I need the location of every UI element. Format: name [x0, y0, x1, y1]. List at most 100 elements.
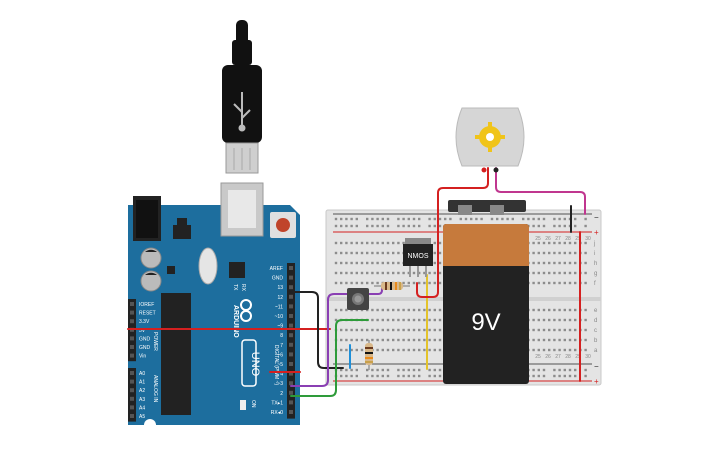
- header-pin[interactable]: [130, 396, 134, 401]
- pin-label: ~9: [277, 324, 283, 330]
- arduino-uno-board[interactable]: UNO ARDUINO ON TX RX DIGITAL (PWM ~) POW…: [128, 182, 300, 431]
- board-name-label: UNO: [249, 352, 261, 377]
- wire-red-motor[interactable]: [416, 167, 489, 298]
- pin-label: AREF: [270, 266, 283, 272]
- header-pin[interactable]: [130, 302, 134, 306]
- wire-magenta-motor[interactable]: [495, 167, 586, 215]
- analog-pin-header[interactable]: [128, 368, 136, 422]
- analog-header-label: ANALOG IN: [152, 375, 158, 403]
- power-pin-header[interactable]: [128, 299, 136, 362]
- header-pin[interactable]: [289, 275, 293, 280]
- header-pin[interactable]: [289, 352, 293, 357]
- on-led-label: ON: [250, 400, 256, 408]
- power-header-label: POWER: [152, 332, 158, 351]
- pin-label: GND: [139, 336, 151, 342]
- header-pin[interactable]: [289, 314, 293, 318]
- header-pin[interactable]: [289, 323, 293, 328]
- header-pin[interactable]: [130, 319, 134, 324]
- dc-motor[interactable]: [455, 107, 525, 173]
- pin-label: A1: [139, 380, 145, 386]
- pin-label: GND: [139, 345, 151, 351]
- wire-black-gnd[interactable]: [290, 291, 344, 369]
- reset-button[interactable]: [270, 212, 296, 238]
- rail-minus-label-bottom: −: [594, 362, 599, 371]
- pin-label: 12: [277, 295, 283, 301]
- header-pin[interactable]: [130, 310, 134, 315]
- rx-led-label: RX: [240, 284, 246, 292]
- uno-logo: UNO ARDUINO: [232, 299, 261, 387]
- pin-label: 2: [280, 391, 283, 397]
- header-pin[interactable]: [130, 388, 134, 393]
- header-pin[interactable]: [130, 371, 134, 375]
- column-number: 29: [575, 354, 581, 360]
- header-pin[interactable]: [130, 414, 134, 418]
- header-pin[interactable]: [130, 379, 134, 384]
- pin-label: RESET: [139, 311, 156, 317]
- nmos-transistor[interactable]: NMOS: [403, 238, 433, 277]
- pin-label: 13: [277, 285, 283, 291]
- row-letter: f: [594, 281, 596, 287]
- header-pin[interactable]: [289, 304, 293, 309]
- capacitor: [140, 247, 162, 292]
- push-button[interactable]: [347, 288, 369, 310]
- header-pin[interactable]: [289, 285, 293, 290]
- pin-label: 4: [280, 372, 283, 378]
- battery-label: 9V: [471, 309, 500, 336]
- header-pin[interactable]: [289, 410, 293, 414]
- column-number: 25: [535, 354, 541, 360]
- row-letter: j: [593, 241, 595, 247]
- rail-plus-label-bottom: +: [594, 377, 599, 386]
- row-letter: d: [594, 318, 597, 324]
- pin-label: A2: [139, 388, 145, 394]
- header-pin[interactable]: [289, 400, 293, 405]
- pin-label: ~6: [277, 352, 283, 358]
- column-number: 29: [575, 236, 581, 242]
- header-pin[interactable]: [130, 345, 134, 349]
- column-number: 26: [545, 354, 551, 360]
- pin-label: 5V: [139, 328, 146, 334]
- pin-label: A5: [139, 414, 145, 420]
- pin-label: 7: [280, 343, 283, 349]
- digital-pin-header[interactable]: [287, 263, 295, 419]
- header-pin[interactable]: [130, 336, 134, 341]
- atmega-chip: [161, 293, 191, 415]
- battery-9v[interactable]: 9V: [443, 200, 529, 384]
- gear-icon: [475, 122, 505, 152]
- column-number: 25: [535, 236, 541, 242]
- header-pin[interactable]: [289, 381, 293, 386]
- header-pin[interactable]: [289, 294, 293, 299]
- digital-header-label: DIGITAL (PWM ~): [273, 345, 279, 385]
- usb-icon: [233, 92, 251, 132]
- header-pin[interactable]: [289, 390, 293, 395]
- header-pin[interactable]: [289, 342, 293, 347]
- column-number: 28: [565, 354, 571, 360]
- wire-purple-pin3[interactable]: [290, 285, 383, 387]
- header-pin[interactable]: [289, 371, 293, 376]
- column-number: 27: [555, 354, 561, 360]
- column-number: 28: [565, 236, 571, 242]
- row-letter: b: [594, 338, 598, 344]
- header-pin[interactable]: [289, 333, 293, 338]
- usb-cable[interactable]: [222, 20, 262, 174]
- row-letter: i: [594, 251, 595, 257]
- header-pin[interactable]: [289, 362, 293, 366]
- row-letter: c: [594, 328, 597, 334]
- pin-label: ~11: [275, 304, 283, 310]
- column-number: 26: [545, 236, 551, 242]
- row-letter: e: [594, 308, 598, 314]
- column-number: 30: [585, 236, 591, 242]
- pin-label: RX◂0: [271, 410, 283, 416]
- wire-green-pin2[interactable]: [290, 319, 369, 397]
- header-pin[interactable]: [289, 266, 293, 270]
- pin-label: ~5: [277, 362, 283, 368]
- resistor-2[interactable]: [365, 340, 373, 370]
- brand-label: ARDUINO: [232, 305, 239, 338]
- rail-minus-label-top: −: [594, 213, 599, 222]
- header-pin[interactable]: [130, 353, 134, 358]
- resistor-1[interactable]: [374, 282, 410, 290]
- header-pin[interactable]: [130, 405, 134, 410]
